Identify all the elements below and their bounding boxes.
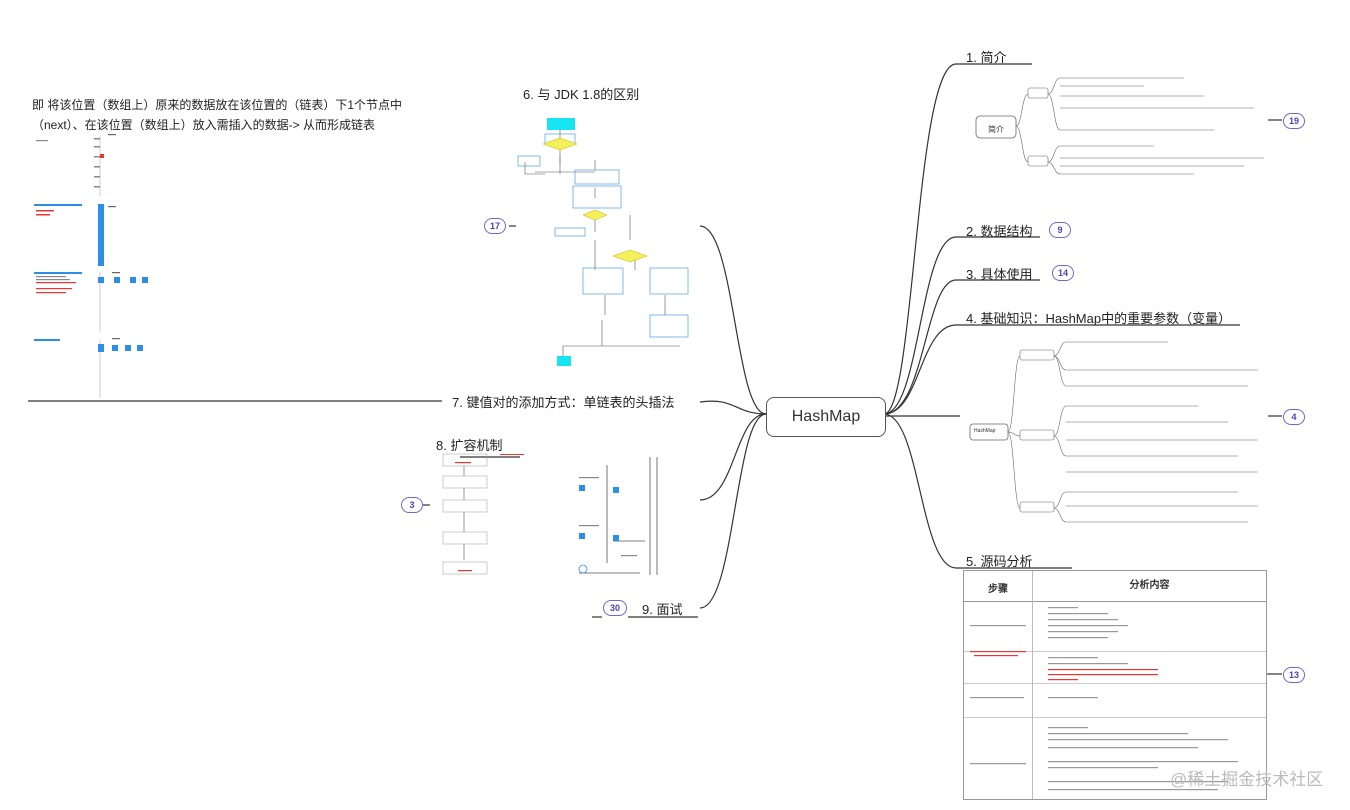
branch-resize[interactable]: 8. 扩容机制 [436,438,503,453]
params-subtree-thumbnail [969,341,1258,523]
watermark-text: @稀土掘金技术社区 [1170,770,1324,789]
linked-list-thumbnail [34,134,148,398]
note-line-2: （next）、在该位置（数组上）放入需插入的数据-> 从而形成链表 [32,118,376,132]
collapsed-count-badge[interactable]: 17 [484,218,506,234]
branch-data-structure[interactable]: 2. 数据结构 [966,224,1033,239]
collapsed-count-badge[interactable]: 9 [1049,222,1071,238]
table-header-step: 步骤 [988,584,1008,595]
branch-interview[interactable]: 9. 面试 [642,602,683,617]
collapsed-count-badge[interactable]: 13 [1283,667,1305,683]
source-analysis-table: 步骤 分析内容 [963,570,1267,800]
jdk18-flowchart-thumbnail [517,118,689,366]
params-node[interactable]: HashMap [974,428,996,434]
branch-basic-params[interactable]: 4. 基础知识：HashMap中的重要参数（变量） [966,311,1232,326]
branch-head-insert[interactable]: 7. 键值对的添加方式：单链表的头插法 [452,395,675,410]
table-row [964,651,1266,684]
resize-flowchart-thumbnail [442,453,524,575]
branch-intro[interactable]: 1. 简介 [966,50,1007,65]
root-node-hashmap[interactable]: HashMap [766,397,886,437]
branch-usage[interactable]: 3. 具体使用 [966,267,1033,282]
collapsed-count-badge[interactable]: 4 [1283,409,1305,425]
head-insert-note: 即 将该位置（数组上）原来的数据放在该位置的（链表）下1个节点中 （next）、… [32,95,412,135]
collapsed-count-badge[interactable]: 14 [1052,265,1074,281]
resize-array-thumbnail [578,457,658,575]
table-header-content: 分析内容 [1032,571,1266,601]
table-divider [1032,601,1033,799]
table-content-lines [970,607,1238,791]
branch-jdk18-diff[interactable]: 6. 与 JDK 1.8的区别 [523,87,640,102]
collapsed-count-badge[interactable]: 19 [1283,113,1305,129]
table-header: 步骤 分析内容 [964,571,1266,602]
table-row [964,601,1266,652]
table-row [964,683,1266,718]
collapsed-count-badge[interactable]: 3 [401,497,423,513]
collapsed-count-badge[interactable]: 30 [603,600,627,616]
intro-subtree-thumbnail [975,77,1264,175]
intro-node[interactable]: 简介 [988,125,1004,134]
note-line-1: 即 将该位置（数组上）原来的数据放在该位置的（链表）下1个节点中 [32,98,403,112]
branch-source-analysis[interactable]: 5. 源码分析 [966,554,1033,569]
